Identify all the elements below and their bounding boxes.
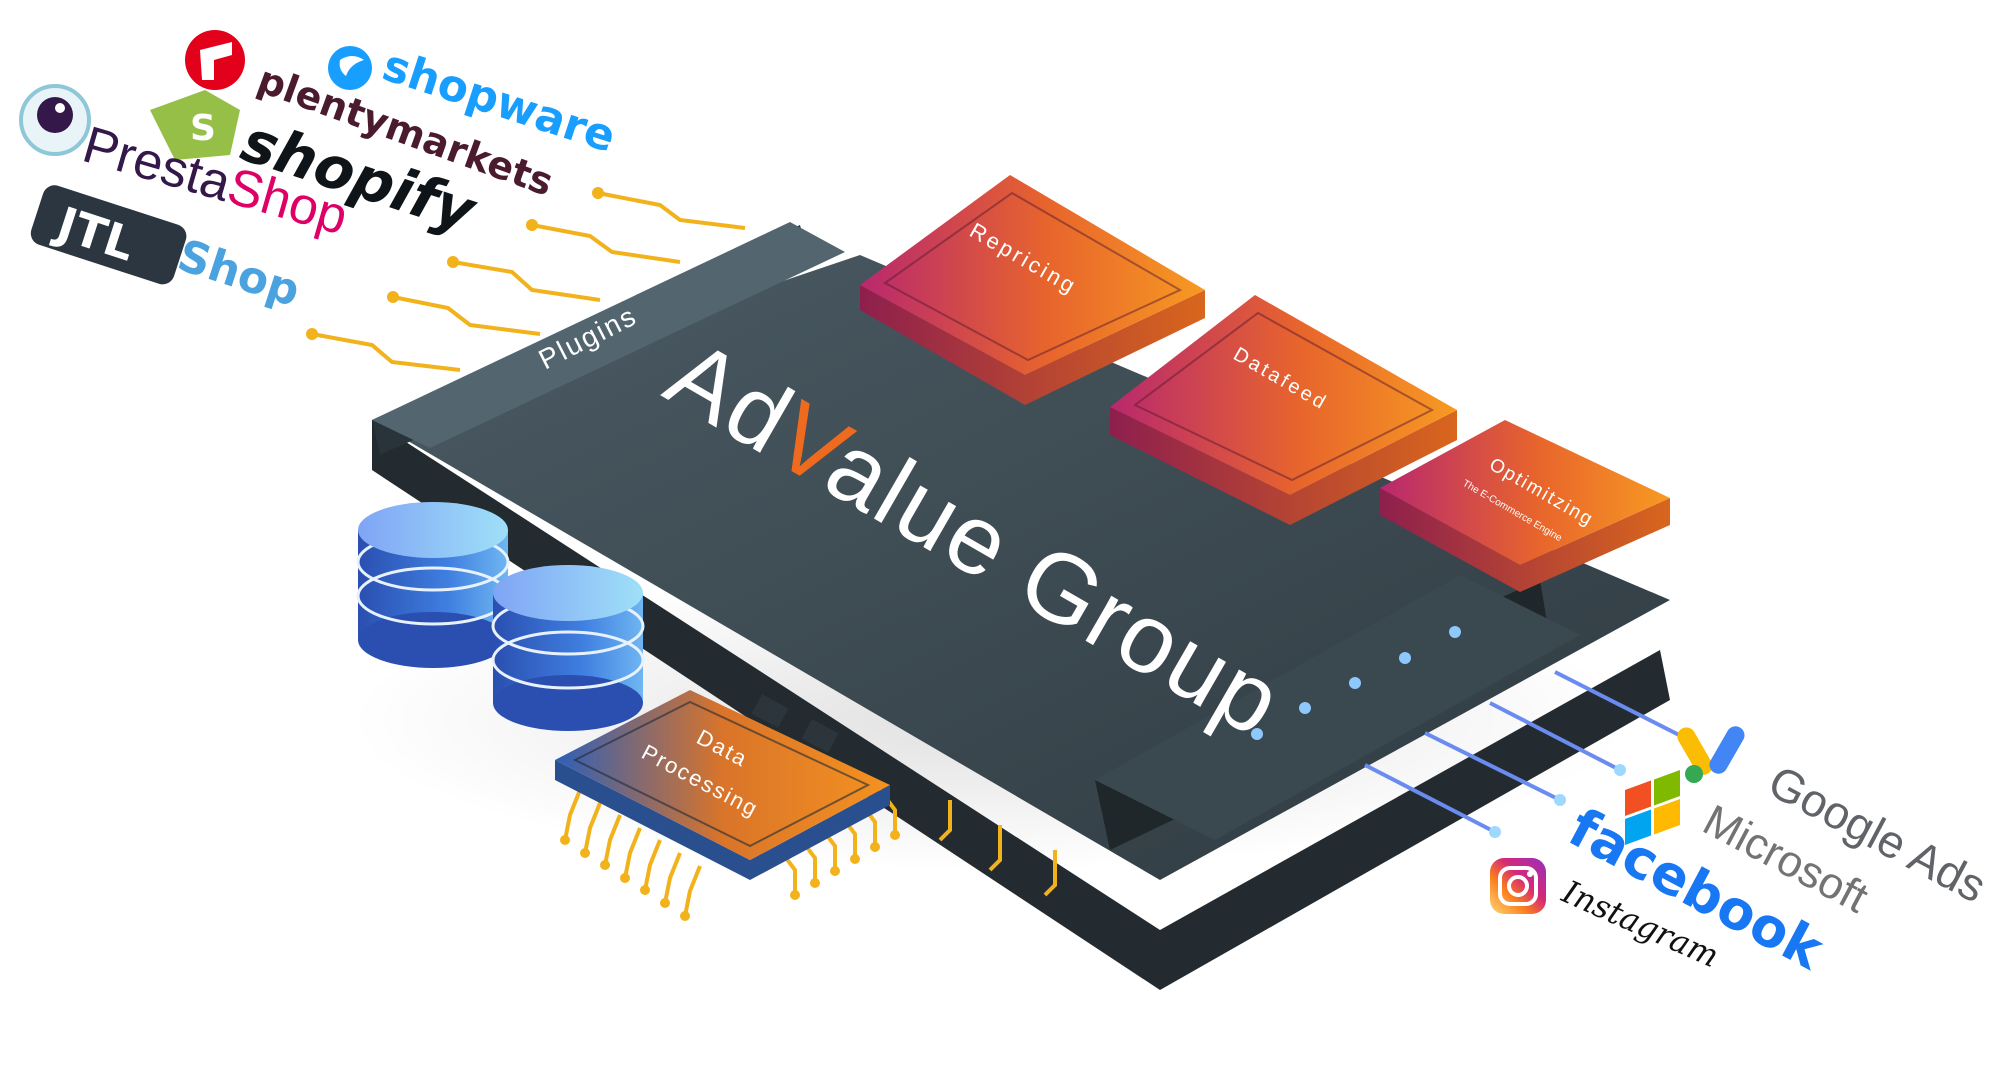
main-chip bbox=[372, 222, 1670, 990]
repricing-module-inner bbox=[883, 191, 1183, 362]
plugins-bar-top bbox=[372, 222, 845, 448]
datafeed-module-inner bbox=[1133, 311, 1435, 482]
data-processing-side bbox=[555, 760, 890, 880]
chip-side bbox=[372, 420, 1670, 990]
repricing-module-side bbox=[860, 285, 1205, 405]
datafeed-module-side bbox=[1110, 407, 1457, 525]
data-processing-inner bbox=[572, 700, 871, 848]
jtl-shop-text: Shop bbox=[172, 230, 306, 317]
port-area-top bbox=[1095, 575, 1580, 840]
port-lights bbox=[1251, 626, 1461, 740]
datafeed-module: Datafeed bbox=[1110, 295, 1457, 525]
chip-legs bbox=[938, 800, 1057, 897]
plentymarkets-icon bbox=[185, 30, 245, 90]
database-stack-1 bbox=[356, 502, 510, 668]
shop-connector-dots bbox=[306, 187, 604, 340]
repricing-module-top bbox=[860, 175, 1205, 375]
data-processing-pin-dots bbox=[560, 830, 900, 921]
optimitzing-module-side bbox=[1380, 488, 1670, 592]
data-processing-connector-1 bbox=[751, 694, 789, 728]
optimitzing-module-top bbox=[1380, 420, 1670, 565]
microsoft-icon bbox=[1625, 769, 1680, 845]
jtl-badge: JTL bbox=[30, 185, 187, 285]
database-icon bbox=[356, 502, 645, 731]
datafeed-module-top bbox=[1110, 295, 1457, 495]
optimitzing-module: Optimitzing The E-Commerce Engine bbox=[1380, 420, 1670, 592]
channel-connector-wires bbox=[1364, 670, 1686, 834]
data-processing-connector-2 bbox=[801, 719, 839, 753]
repricing-module: Repricing bbox=[860, 175, 1205, 405]
data-processing-chip: Data Processing bbox=[555, 690, 900, 921]
shop-connector-wires bbox=[311, 191, 746, 372]
google-ads-icon bbox=[1677, 726, 1745, 783]
database-stack-2 bbox=[491, 565, 645, 731]
shopify-icon-letter: S bbox=[190, 108, 216, 149]
shopify-icon bbox=[150, 90, 240, 160]
instagram-icon bbox=[1490, 858, 1546, 914]
